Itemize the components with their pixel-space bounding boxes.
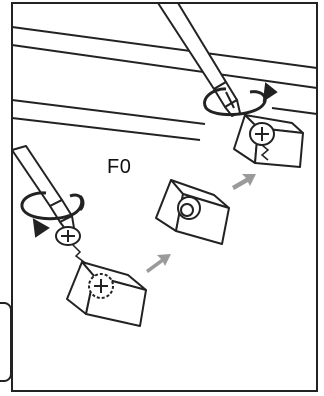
page-tab [0,302,12,382]
direction-arrow-icon [146,254,171,273]
mounting-bracket-icon [156,180,229,244]
mounting-bracket-icon [67,262,146,326]
screwdriver-icon [158,3,240,116]
direction-arrow-icon [232,174,256,190]
step-label: F0 [107,156,131,179]
